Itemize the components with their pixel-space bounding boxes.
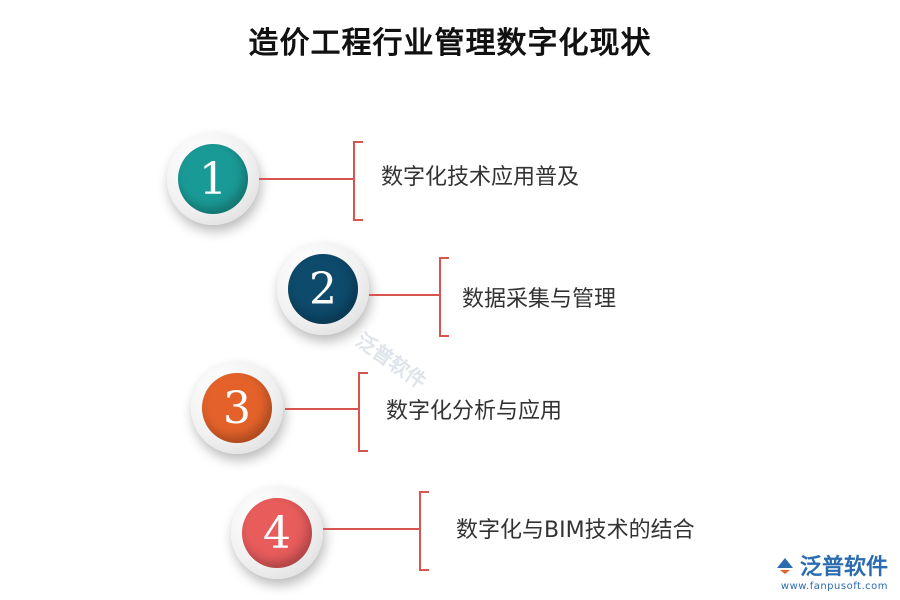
number-disc: 1 [167,133,259,225]
item-label: 数据采集与管理 [462,287,617,312]
number-badge: 2 [288,254,358,324]
number-badge: 4 [242,498,312,568]
connector-line [369,294,439,296]
number-badge: 1 [178,144,248,214]
diagram-title: 造价工程行业管理数字化现状 [248,26,652,61]
number-disc: 3 [191,362,283,454]
list-item: 1 数字化技术应用普及 [0,125,900,235]
brand-logo: 泛普软件 www.fanpusoft.com [774,549,888,592]
item-label: 数字化分析与应用 [386,399,563,424]
bracket [419,491,429,571]
list-item: 4 数字化与BIM技术的结合 [0,480,900,590]
brand-url: www.fanpusoft.com [780,581,888,592]
brand-name: 泛普软件 [799,555,888,580]
item-label: 数字化技术应用普及 [381,165,580,190]
connector-line [259,178,353,180]
list-item: 2 数据采集与管理 [0,240,900,350]
bracket [439,257,449,337]
number-badge: 3 [202,373,272,443]
list-item: 3 数字化分析与应用 [0,355,900,465]
brand-logo-icon [776,558,793,574]
item-label: 数字化与BIM技术的结合 [456,518,695,543]
bracket [358,372,368,452]
number-disc: 4 [231,487,323,579]
connector-line [285,408,358,410]
number-disc: 2 [277,243,369,335]
connector-line [323,528,419,530]
bracket [353,141,363,221]
